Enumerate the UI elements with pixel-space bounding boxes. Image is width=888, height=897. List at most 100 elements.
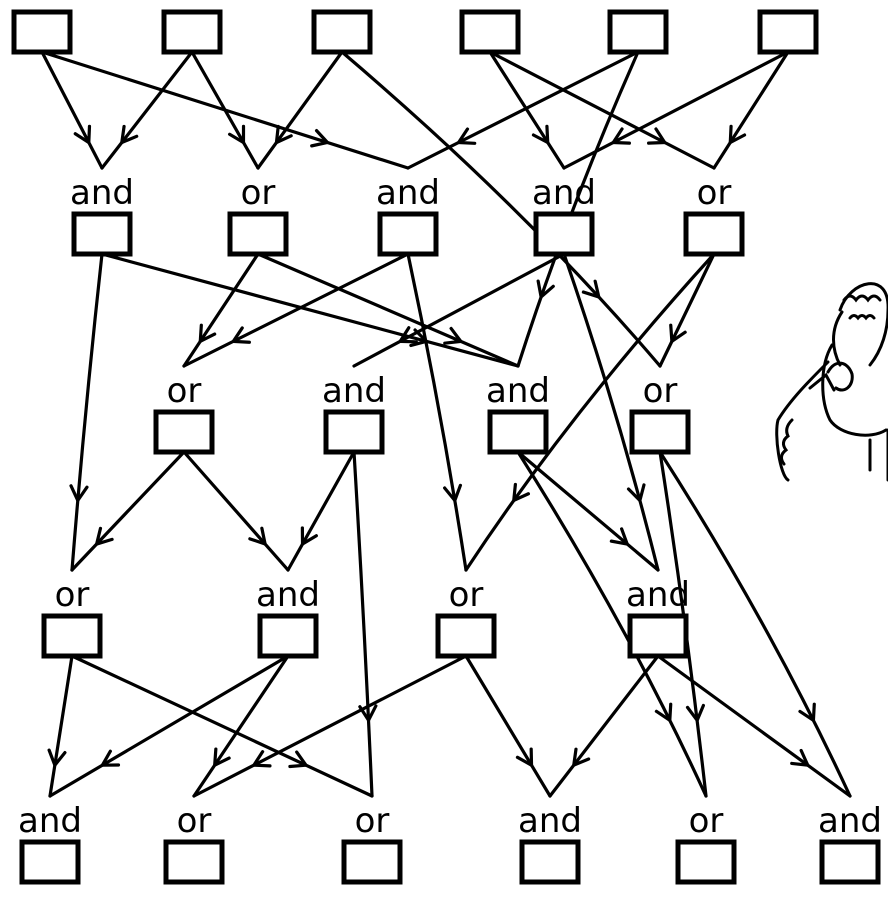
gate-box <box>757 9 819 55</box>
wire-arrowhead <box>611 127 631 145</box>
gate-label: or <box>55 575 90 615</box>
gate-r4-5: and <box>818 801 882 885</box>
gate-r1-3: and <box>532 173 596 257</box>
wire-line <box>190 50 260 170</box>
wire-line <box>70 654 374 798</box>
wire-7 <box>488 50 716 170</box>
gate-r1-4: or <box>683 173 745 257</box>
wires-layer <box>40 50 852 798</box>
wire-line <box>406 252 468 572</box>
gate-r0-1 <box>161 9 223 55</box>
wire-arrowhead <box>231 326 251 344</box>
wire-19 <box>562 252 660 572</box>
wire-arrowhead <box>228 124 246 145</box>
wire-17 <box>406 252 468 572</box>
wire-line <box>712 50 790 170</box>
gate-box <box>819 839 881 885</box>
wire-arrowhead <box>100 749 121 767</box>
gate-label: or <box>355 801 390 841</box>
wire-line <box>464 252 716 572</box>
gate-label: or <box>697 173 732 213</box>
wire-line <box>352 450 374 798</box>
wire-line <box>562 50 790 170</box>
gate-r4-0: and <box>18 801 82 885</box>
wire-arrowhead <box>274 124 293 145</box>
wire-line <box>464 654 552 798</box>
wire-33 <box>192 654 290 798</box>
wire-12 <box>69 252 104 572</box>
wire-line <box>516 50 640 368</box>
wire-line <box>192 654 290 798</box>
wire-arrowhead <box>69 484 89 503</box>
gate-box <box>459 9 521 55</box>
wire-arrowhead <box>798 702 816 722</box>
wire-line <box>516 450 708 798</box>
wire-10 <box>562 50 790 170</box>
wire-arrowhead <box>300 526 318 546</box>
wire-26 <box>516 450 660 572</box>
wire-30 <box>47 654 74 798</box>
wire-arrowhead <box>536 279 555 299</box>
wire-line <box>182 252 260 368</box>
gate-label: and <box>818 801 882 841</box>
wire-line <box>548 654 660 798</box>
gate-r4-2: or <box>341 801 403 885</box>
wire-arrowhead <box>213 747 231 767</box>
wire-4 <box>256 50 344 170</box>
wire-line <box>182 450 290 572</box>
gate-box <box>163 839 225 885</box>
gate-label: and <box>532 173 596 213</box>
gate-r0-0 <box>11 9 73 55</box>
gate-r0-4 <box>607 9 669 55</box>
gate-label: or <box>177 801 212 841</box>
wire-36 <box>548 654 660 798</box>
wire-line <box>48 654 290 798</box>
wire-22 <box>70 450 186 572</box>
wire-34 <box>192 654 468 798</box>
wire-arrowhead <box>310 129 330 148</box>
wire-18 <box>352 252 566 368</box>
gate-r1-0: and <box>70 173 134 257</box>
wire-16 <box>182 252 410 368</box>
wire-line <box>100 50 194 170</box>
wire-arrowhead <box>790 748 810 767</box>
wire-arrowhead <box>728 124 747 145</box>
gate-r4-3: and <box>518 801 582 885</box>
gate-box <box>19 839 81 885</box>
wire-9 <box>516 50 640 368</box>
gate-box <box>311 9 373 55</box>
gate-label: and <box>18 801 82 841</box>
wire-5 <box>340 50 662 368</box>
gate-box <box>257 613 319 659</box>
wire-arrowhead <box>443 326 463 345</box>
wire-14 <box>182 252 260 368</box>
wire-arrowhead <box>572 747 591 767</box>
wire-6 <box>488 50 566 170</box>
wire-line <box>256 252 520 368</box>
wire-line <box>340 50 662 368</box>
gate-box <box>153 409 215 455</box>
wire-arrowhead <box>288 750 308 769</box>
wire-arrowhead <box>95 526 114 546</box>
gate-box <box>41 613 103 659</box>
gate-box <box>683 211 745 257</box>
wire-37 <box>656 654 852 798</box>
gate-box <box>487 409 549 455</box>
gate-label: and <box>70 173 134 213</box>
wire-arrowhead <box>398 326 418 344</box>
gate-box <box>341 839 403 885</box>
gate-r0-2 <box>311 9 373 55</box>
wire-arrowhead <box>609 527 629 546</box>
wire-arrowhead <box>654 702 673 722</box>
wire-line <box>70 450 186 572</box>
gate-box <box>377 211 439 257</box>
gate-box <box>71 211 133 257</box>
wire-arrowhead <box>252 750 272 768</box>
wire-35 <box>464 654 552 798</box>
wire-line <box>488 50 566 170</box>
wire-line <box>48 654 74 798</box>
wire-line <box>658 450 852 798</box>
wire-0 <box>40 50 104 170</box>
wire-line <box>40 50 104 170</box>
